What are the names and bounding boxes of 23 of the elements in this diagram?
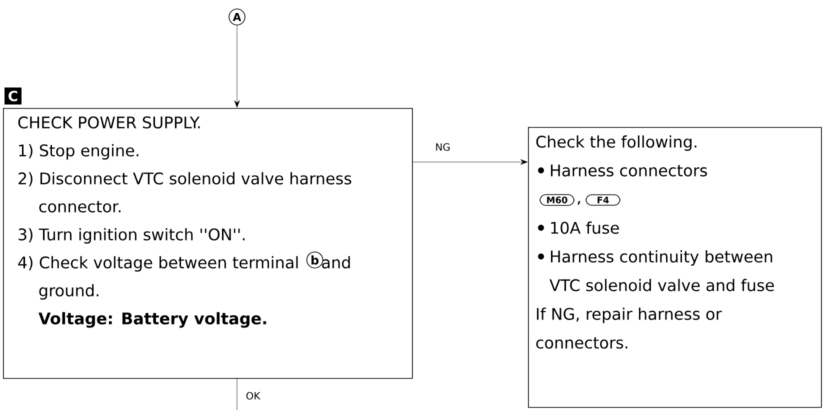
process-box bbox=[528, 127, 822, 408]
arrow bbox=[412, 159, 528, 165]
instruction-text: 10A fuse bbox=[551, 222, 619, 234]
instruction-text: 2) Disconnect VTC solenoid valve harness connector. bbox=[18, 172, 352, 212]
arrow bbox=[234, 25, 240, 108]
instruction-text: 1) Stop engine. bbox=[19, 144, 138, 160]
edge-label: OK bbox=[246, 392, 260, 400]
connector-badge: M60 bbox=[540, 194, 574, 206]
instruction-text: 3) Turn ignition switch ''ON''. bbox=[18, 228, 245, 244]
instruction-text: 4) Check voltage between terminal bbox=[18, 256, 298, 272]
process-box bbox=[3, 108, 413, 379]
circled-letter: A bbox=[228, 8, 246, 26]
instruction-text: Voltage: Battery voltage. bbox=[38, 312, 266, 328]
instruction-text: If NG, repair harness or connectors. bbox=[536, 308, 722, 349]
instruction-text: Check the following. bbox=[536, 135, 696, 151]
instruction-text: CHECK POWER SUPPLY. bbox=[18, 116, 200, 128]
comma-text: , bbox=[578, 201, 580, 205]
instruction-text: Harness continuity between VTC solenoid valve and fuse bbox=[550, 250, 774, 292]
connector-badge: F4 bbox=[586, 194, 620, 206]
edge-label: NG bbox=[436, 143, 450, 151]
circled-letter: b bbox=[306, 252, 324, 268]
connector-line bbox=[236, 378, 238, 410]
instruction-text: Harness connectors bbox=[550, 164, 707, 176]
